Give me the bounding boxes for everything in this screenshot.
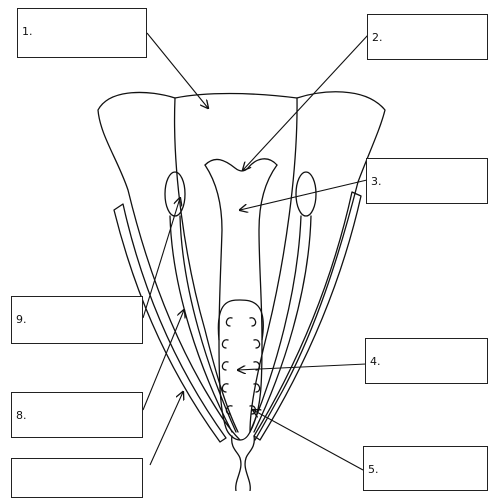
label-box-1[interactable]: 1. bbox=[17, 8, 147, 58]
label-number: 8. bbox=[16, 409, 27, 422]
label-box-partial[interactable] bbox=[11, 458, 143, 498]
label-number: 2. bbox=[372, 31, 383, 44]
ovules bbox=[222, 318, 259, 414]
receptacle bbox=[232, 436, 241, 491]
inner-petal-right bbox=[250, 98, 297, 432]
label-box-2[interactable]: 2. bbox=[367, 14, 488, 60]
anther-left bbox=[165, 172, 185, 216]
label-number: 3. bbox=[371, 175, 382, 188]
pointer-2 bbox=[243, 35, 368, 170]
pointer-1 bbox=[147, 33, 208, 108]
pointer-5 bbox=[253, 410, 363, 470]
label-box-8[interactable]: 8. bbox=[11, 392, 143, 438]
label-number: 4. bbox=[370, 355, 381, 368]
label-number: 5. bbox=[368, 463, 379, 476]
label-box-9[interactable]: 9. bbox=[11, 296, 143, 344]
corolla-rim bbox=[175, 94, 297, 99]
label-box-3[interactable]: 3. bbox=[366, 158, 488, 204]
label-number: 9. bbox=[16, 313, 27, 326]
pointer-3 bbox=[240, 180, 367, 210]
pointer-extra bbox=[150, 392, 183, 465]
petal-outline bbox=[98, 92, 240, 440]
label-box-5[interactable]: 5. bbox=[363, 446, 488, 491]
stigma bbox=[205, 159, 277, 171]
label-number: 1. bbox=[22, 25, 33, 38]
petal-outline-right bbox=[255, 92, 385, 440]
label-box-4[interactable]: 4. bbox=[365, 338, 488, 384]
